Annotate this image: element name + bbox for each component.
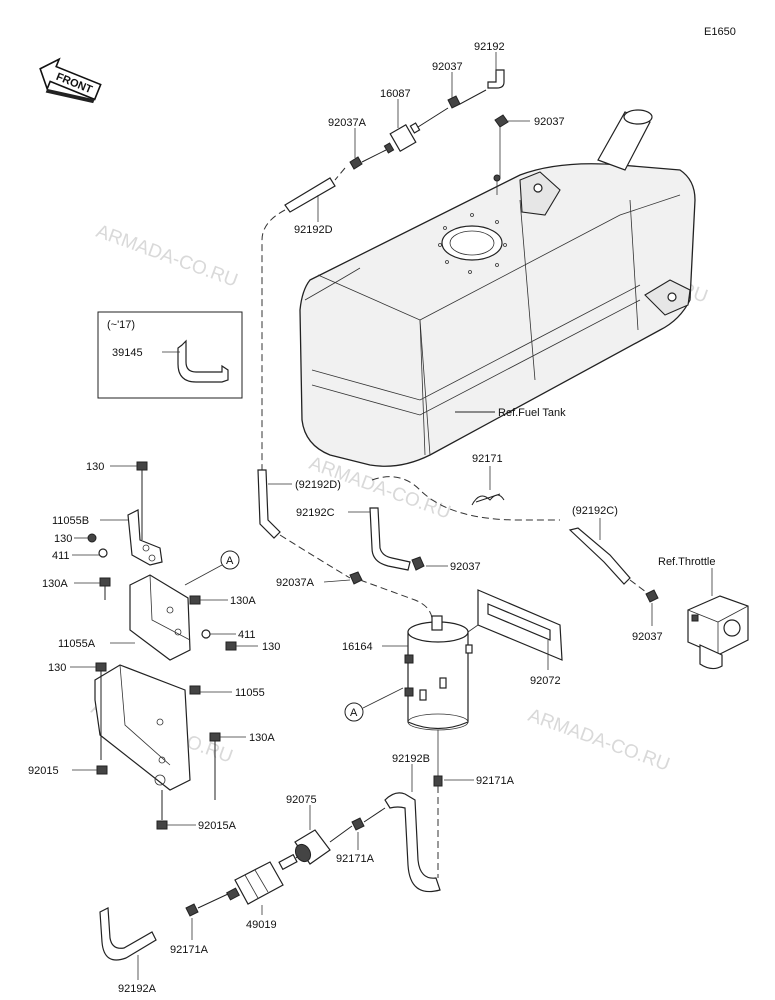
- part-label: (92192D): [295, 479, 341, 491]
- inset-label: (~'17): [107, 319, 135, 331]
- valve-16087: [383, 122, 421, 154]
- fuel-tank: [299, 109, 696, 467]
- part-label: 411: [52, 550, 70, 562]
- part-label: 92072: [530, 675, 561, 687]
- inset-box: [97, 311, 243, 399]
- callout-a-circle-lower: [344, 702, 364, 722]
- part-label: 16087: [380, 88, 411, 100]
- part-label: 92037: [432, 61, 463, 73]
- part-label: 92037A: [276, 577, 315, 589]
- ref-fuel-tank-label: Ref.Fuel Tank: [498, 407, 566, 419]
- hose-92192D-lower: [257, 469, 281, 539]
- clamp-92037A-top: [349, 156, 363, 170]
- clip-92171: [471, 493, 505, 506]
- clamp-92037-right: [494, 114, 509, 128]
- part-label: 92171: [472, 453, 503, 465]
- part-label: 92192C: [296, 507, 335, 519]
- part-label: 92015: [28, 765, 59, 777]
- part-label: 130: [262, 641, 280, 653]
- clamp-92037-throttle: [645, 589, 659, 603]
- part-label: 92037A: [328, 117, 367, 129]
- hose-92192C-right: [568, 527, 631, 585]
- clamp-92171A-mid: [351, 817, 365, 831]
- clamp-92037-mid: [411, 556, 425, 571]
- part-label: 92192A: [118, 983, 157, 995]
- clamp-92037A-mid: [349, 571, 363, 585]
- part-label: 130A: [230, 595, 256, 607]
- part-label: 49019: [246, 919, 277, 931]
- tank-bolt-holes: [438, 213, 507, 274]
- bracket-11055: [94, 664, 191, 791]
- part-label: 92192D: [294, 224, 333, 236]
- hose-92192C: [369, 507, 411, 571]
- filter-49019: [226, 853, 298, 905]
- clamp-92171A-low: [185, 903, 199, 917]
- part-label: 92192B: [392, 753, 430, 765]
- part-label: 11055B: [52, 515, 89, 527]
- watermark: ARMADA-CO.RU: [93, 221, 240, 292]
- callout-a-label: A: [226, 555, 234, 567]
- part-label: 92015A: [198, 820, 237, 832]
- part-label: 92171A: [336, 853, 375, 865]
- part-label: 16164: [342, 641, 373, 653]
- hose-92192B: [384, 792, 441, 893]
- watermark: ARMADA-CO.RU: [525, 705, 672, 776]
- clamp-92037-top: [447, 95, 461, 109]
- part-label: 92171A: [476, 775, 515, 787]
- part-label: 92192: [474, 41, 505, 53]
- part-label: 411: [238, 629, 256, 641]
- part-label: 11055: [235, 687, 265, 699]
- hose-92192A: [99, 907, 157, 961]
- front-arrow-icon: FRONT: [39, 57, 102, 104]
- part-label: 39145: [112, 347, 143, 359]
- hose-92192D: [284, 177, 336, 213]
- part-label: 92037: [632, 631, 663, 643]
- part-label: 92171A: [170, 944, 209, 956]
- bracket-11055A: [129, 574, 191, 661]
- bracket-92072: [467, 589, 563, 661]
- grommet-92075: [294, 829, 331, 865]
- part-label: 130: [54, 533, 72, 545]
- hose-92192: [487, 69, 505, 89]
- canister-16164: [404, 615, 473, 731]
- part-label: 130A: [42, 578, 68, 590]
- part-label: 130A: [249, 732, 275, 744]
- hose-39145: [177, 339, 229, 383]
- diagram-code: E1650: [704, 26, 736, 38]
- part-label: 92037: [450, 561, 481, 573]
- part-label: 11055A: [58, 638, 96, 650]
- bracket-11055B: [127, 509, 163, 566]
- ref-throttle-label: Ref.Throttle: [658, 556, 715, 568]
- callout-a-circle: [220, 550, 240, 570]
- throttle-body: [687, 595, 749, 670]
- part-label: 130: [86, 461, 104, 473]
- part-label: 130: [48, 662, 66, 674]
- callout-a-label-lower: A: [350, 707, 358, 719]
- part-label: (92192C): [572, 505, 618, 517]
- part-label: 92037: [534, 116, 565, 128]
- clamp-92171A-right: [433, 775, 443, 787]
- part-labels: 92192 92037 16087 92037 92037A 92192D 39…: [28, 41, 663, 995]
- part-label: 92075: [286, 794, 317, 806]
- bolts: [87, 461, 237, 830]
